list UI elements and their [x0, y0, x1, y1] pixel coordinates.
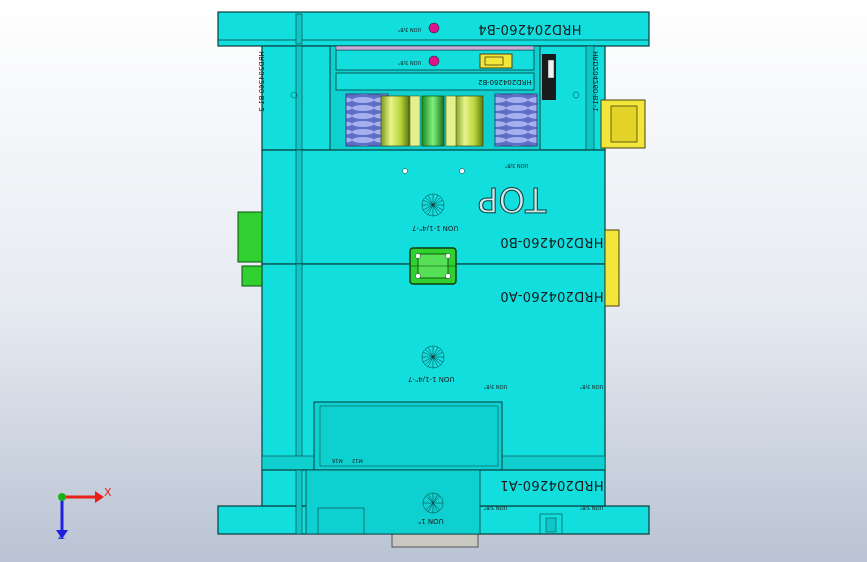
right-yellow-block	[604, 229, 620, 307]
label-thread-upper: UON 1-1/4"-7	[412, 224, 459, 232]
label-cavity-plate: HRD204260-B0	[500, 234, 604, 249]
label-thread-bottom: UON 1"	[418, 517, 444, 525]
left-green-block-upper	[237, 211, 263, 263]
label-uon-left-a: UON 3/8"	[484, 383, 508, 389]
left-green-block-lower	[241, 265, 263, 287]
label-uon-top: UON 3/8"	[398, 26, 422, 32]
label-bottom-plate: HRD204260-A1	[500, 477, 604, 492]
core-pocket	[313, 401, 503, 471]
bottom-shaft	[391, 532, 479, 548]
pin-b	[454, 95, 484, 147]
spring-right	[494, 93, 538, 147]
axis-z-label: Z	[58, 531, 65, 542]
sprue-middle	[421, 345, 445, 369]
label-side-right: HRD204260-B1-1	[591, 51, 600, 112]
sprue-upper	[421, 193, 445, 217]
label-uon-cavity: UON 3/8"	[505, 162, 529, 168]
latch-block	[479, 53, 513, 69]
label-m-a: M16	[332, 457, 343, 463]
ejector-plate	[335, 72, 535, 91]
label-top-clamp: HRD204260-B4	[478, 21, 582, 36]
pin-a	[380, 95, 410, 147]
label-thread-middle: UON 1-1/4"-7	[408, 375, 455, 383]
pin-c	[421, 95, 445, 147]
sprue-bottom	[422, 492, 444, 514]
cavity-plate	[261, 149, 606, 265]
axis-x-label: X	[104, 486, 112, 499]
label-uon-right-a: UON 3/8"	[580, 383, 604, 389]
label-side-left: HRD204260-B1-2	[257, 51, 266, 112]
label-uon-right-b: UON 3/8"	[580, 504, 604, 510]
label-uon-ejector: UON 3/8"	[398, 59, 422, 65]
label-uon-left-b: UON 3/8"	[484, 504, 508, 510]
label-ejector-retainer: HRD204260-B2	[478, 78, 532, 86]
axis-triad	[56, 491, 104, 539]
label-top-marking: TOP	[478, 179, 547, 220]
label-m-b: M12	[352, 457, 363, 463]
label-core-plate: HRD204260-A0	[500, 288, 604, 303]
